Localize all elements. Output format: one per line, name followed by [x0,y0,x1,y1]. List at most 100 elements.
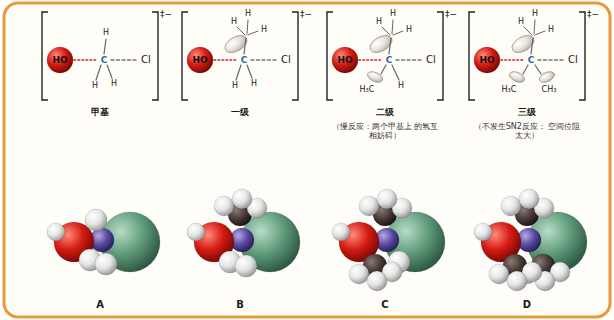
atom-label: H [398,81,404,90]
atom-label: ‡− [160,9,172,19]
bond [247,65,252,78]
bond [107,65,112,78]
bond [389,38,391,54]
hydrogen-sphere [232,189,252,209]
bond [104,39,106,54]
partial-bond [359,59,382,61]
hydrogen-sphere [367,271,387,291]
caption: A [96,299,104,311]
atom-label: HO [337,55,352,65]
bond [244,38,246,54]
atom-label: Cl [281,54,291,66]
hydrogen-sphere [349,264,369,284]
atom-label: ‡− [300,9,312,19]
atom-label: H [231,17,237,26]
atom-label: Cl [426,54,436,66]
atom-label: HO [192,55,207,65]
transition-state [327,12,443,100]
bracket [469,12,475,100]
bond [535,31,545,35]
oxygen-sphere [47,47,73,73]
atom-label: H [111,79,117,88]
atom-label: H [232,81,238,90]
bond [248,31,258,35]
oxygen-sphere [474,47,500,73]
bracket [42,12,48,100]
bracket [327,12,333,100]
atom-label: Cl [568,54,578,66]
hydrogen-sphere [474,223,492,241]
space-filling-model [332,189,445,291]
hydrogen-sphere [214,196,234,216]
atom-label: H [406,25,412,34]
frame [4,3,610,317]
atom-label: Cl [141,54,151,66]
orbital-lobe [222,32,250,56]
bracket [579,12,585,100]
atom-label: ‡− [445,9,457,19]
partial-bond [111,59,138,60]
partial-bond [501,59,524,61]
atom-label: C [241,55,248,65]
oxygen-sphere [187,47,213,73]
atom-label: H [532,9,538,18]
transition-state [469,12,585,100]
atom-label: H [251,79,257,88]
hydrogen-sphere [489,264,509,284]
atom-label: H [261,25,267,34]
transition-state [42,12,158,100]
bond [247,20,248,34]
hydrogen-sphere [235,255,257,277]
molecules [42,12,587,291]
atom-label: C [528,55,535,65]
bond [381,65,386,74]
atom-label: C [386,55,393,65]
bond [524,27,532,35]
partial-bond [251,59,278,60]
oxygen-sphere [332,47,358,73]
atom-label: H₃C [360,85,375,94]
bond [237,27,245,35]
atom-label: H [103,28,109,37]
atom-label: H [376,17,382,26]
hydrogen-sphere [85,209,107,231]
bond [382,27,390,35]
orbital-lobe [509,32,537,56]
bracket [437,12,443,100]
orbital-lobe [508,70,526,85]
bond [531,38,533,54]
caption: 二级 [376,107,394,117]
bond [392,20,393,34]
atom-label: HO [479,55,494,65]
caption: 三级 [518,107,536,117]
hydrogen-sphere [377,189,397,209]
atom-label: H₃C [502,85,517,94]
bond [236,65,241,80]
hydrogen-sphere [359,196,379,216]
bracket [182,12,188,100]
atom-label: H [390,9,396,18]
bond [534,20,535,34]
bracket [292,12,298,100]
bond [392,65,399,80]
hydrogen-sphere [519,189,539,209]
hydrogen-sphere [501,196,521,216]
transition-state [182,12,298,100]
orbital-lobe [367,32,395,56]
partial-bond [74,59,97,61]
space-filling-model [47,209,160,275]
note: （慢反应：两个甲基上 的氢互相妨碍） [329,122,441,140]
atom-label: ‡− [587,9,599,19]
orbital-lobe [366,70,384,85]
caption: D [523,299,531,311]
caption: C [381,299,388,311]
bond [96,65,101,80]
partial-bond [538,59,565,60]
atom-label: HO [52,55,67,65]
bond [393,31,403,35]
space-filling-model [474,189,587,291]
bracket [152,12,158,100]
